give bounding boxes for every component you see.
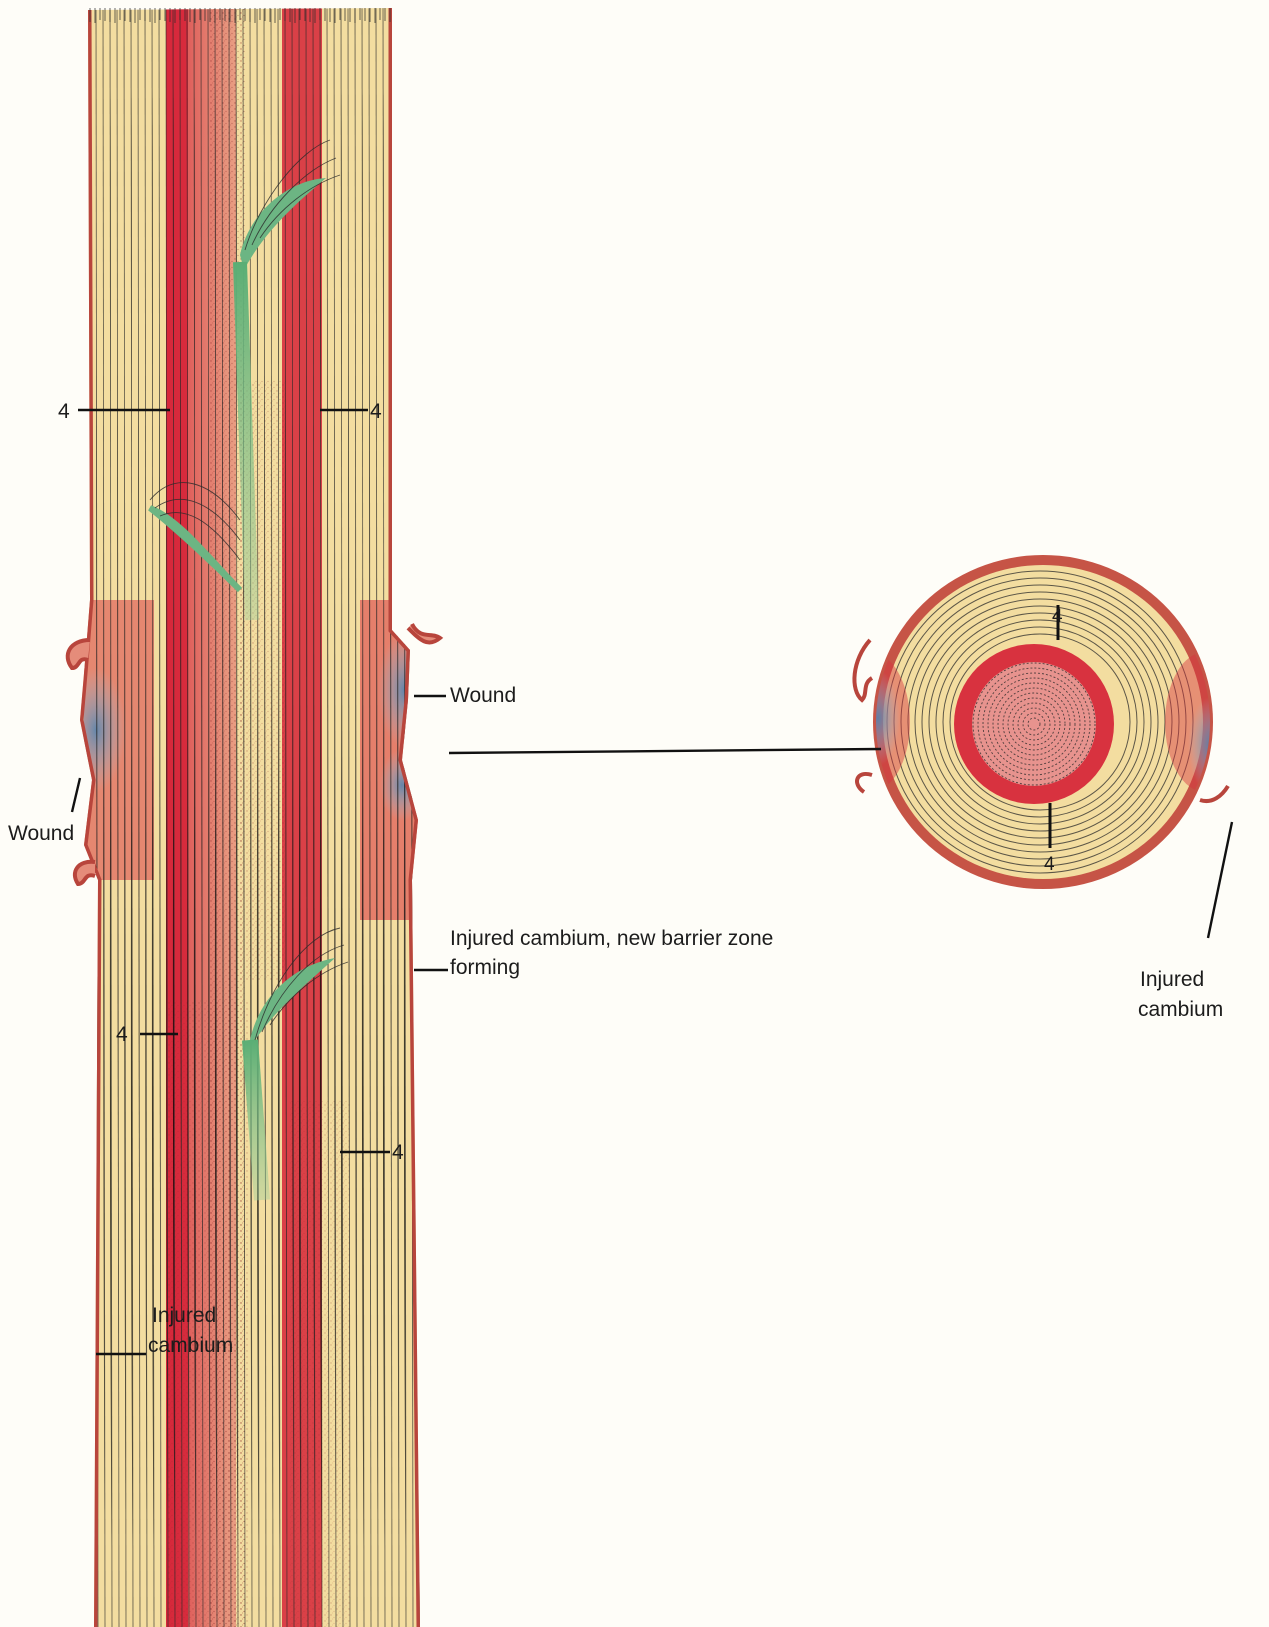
grain-line — [418, 0, 420, 1627]
label-injured-cambium-barrier-line2: forming — [450, 956, 520, 979]
label-injured-cambium-inside-line2: cambium — [148, 1334, 233, 1357]
label-cross-four-top: 4 — [1052, 606, 1063, 627]
label-cross-four-bottom: 4 — [1044, 854, 1055, 875]
leader-section-link — [449, 749, 881, 753]
leader-wound-left — [72, 778, 80, 812]
label-cross-injured-line1: Injured — [1140, 968, 1204, 991]
wound-lip-upper-right — [408, 624, 440, 643]
label-injured-cambium-inside-line1: Injured — [152, 1304, 216, 1327]
cross-curl-upper-left — [854, 640, 872, 700]
label-four-upper-right: 4 — [370, 400, 382, 423]
label-cross-injured-line2: cambium — [1138, 998, 1223, 1021]
label-wound-left: Wound — [8, 822, 74, 845]
label-wound-right: Wound — [450, 684, 516, 707]
cross-curl-lower-left — [857, 774, 872, 792]
wound-lip-lower-left — [75, 862, 95, 884]
label-four-lower-right: 4 — [392, 1141, 404, 1164]
label-four-upper-left: 4 — [58, 400, 70, 423]
wound-tissue-left — [66, 668, 126, 792]
label-injured-cambium-barrier-line1: Injured cambium, new barrier zone — [450, 927, 773, 950]
longitudinal-section-illustration — [60, 0, 440, 1627]
leader-cross-injured-cambium — [1208, 822, 1232, 938]
label-four-lower-left: 4 — [116, 1023, 128, 1046]
cross-section-illustration — [830, 555, 1245, 889]
cross-curl-right — [1200, 786, 1228, 801]
